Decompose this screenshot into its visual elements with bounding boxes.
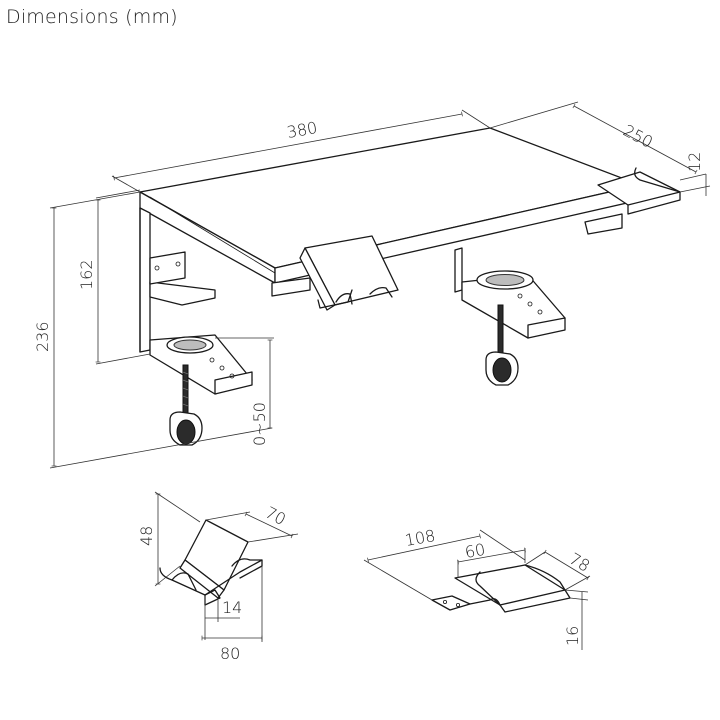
tray-detail: 108 60 78 16 xyxy=(363,526,593,650)
dim-total-height: 236 xyxy=(33,321,52,352)
dim-tray-depth: 78 xyxy=(566,549,593,576)
left-bracket xyxy=(139,207,151,353)
left-upper-arm xyxy=(149,281,216,306)
dim-holder-width: 80 xyxy=(220,644,240,663)
dim-tray-inner: 60 xyxy=(463,540,486,562)
phone-holder-detail: 48 70 14 80 xyxy=(137,491,299,663)
dim-shelf-length: 380 xyxy=(285,118,318,142)
dim-holder-height: 48 xyxy=(137,526,156,546)
dim-shelf-thickness: 12 xyxy=(685,152,704,172)
dim-clamp-height: 162 xyxy=(77,259,96,290)
diagram-title: Dimensions (mm) xyxy=(6,6,178,28)
shelf-assembly xyxy=(139,127,681,446)
dim-tray-height: 16 xyxy=(563,626,582,646)
dim-holder-slot: 14 xyxy=(222,598,242,617)
dim-clamp-range: 0~50 xyxy=(250,402,269,446)
main-dimensions: 380 250 12 236 162 0~50 xyxy=(33,101,711,469)
right-bracket xyxy=(454,247,463,293)
dim-holder-depth: 70 xyxy=(262,503,289,529)
